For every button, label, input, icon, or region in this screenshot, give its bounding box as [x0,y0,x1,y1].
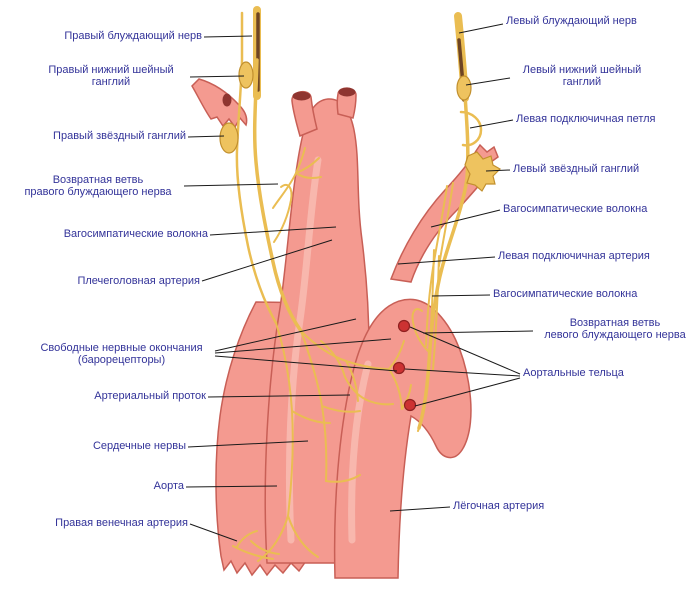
leader-line [465,77,511,86]
label-left-stellate-ganglion: Левый звёздный ганглий [513,163,640,175]
leader-line [414,377,521,407]
leader-line [431,294,491,297]
leader-line [189,75,245,78]
label-left-subclavian-artery: Левая подключичная артерия [498,250,650,262]
label-left-subclavian-loop: Левая подключичная петля [516,113,656,125]
leader-line [214,318,357,352]
label-right-inferior-cervical-ganglion: Правый нижний шейный ганглий [48,64,174,89]
label-recurrent-branch-left-vagus: Возвратная ветвь левого блуждающего нерв… [544,317,686,342]
label-left-vagus-nerve: Левый блуждающий нерв [506,15,637,27]
right-cardiac-branch-twig [272,147,322,209]
pulmonary-artery-highlight [348,360,372,544]
leader-line [183,183,279,187]
leader-line [430,209,501,228]
label-aorta: Аорта [153,480,184,492]
leader-line [203,35,253,38]
leader-line [389,506,451,512]
left-vagosympathetic-bundle [417,249,440,432]
aortic-body-twigs [388,340,412,410]
leader-line [422,330,534,334]
label-vagosympathetic-fibers-upper: Вагосимпатические волокна [503,203,648,215]
label-right-vagus-nerve: Правый блуждающий нерв [64,30,202,42]
right-sympathetic-trunk-path [235,11,278,325]
label-vagosympathetic-fibers-lower: Вагосимпатические волокна [493,288,638,300]
aortic-body-dot [397,319,411,333]
label-right-coronary-artery: Правая венечная артерия [55,517,188,529]
left-subclavian-loop-shape [459,110,483,147]
arch-branch-cut-face-1 [292,91,311,101]
leader-line [409,326,521,375]
label-pulmonary-artery: Лёгочная артерия [453,500,545,512]
right-vagus-nerve-path [252,58,303,333]
leader-line [397,256,496,265]
leader-line [187,440,309,448]
aortic-body-dot [403,398,417,412]
label-vagosympathetic-fibers-right: Вагосимпатические волокна [63,228,208,240]
nerves [219,6,501,562]
label-cardiac-nerves: Сердечные нервы [92,440,186,452]
coronary-artery-branches [232,530,280,560]
leader-lines [183,23,534,542]
right-subclavian-cut-face [222,93,232,107]
left-recurrent-branch-loop [411,308,430,353]
right-subclavian-artery-stub [191,78,248,129]
aortic-body-dot [392,361,406,375]
label-left-inferior-cervical-ganglion: Левый нижний шейный ганглий [522,64,642,89]
leader-line [214,338,392,354]
left-stellate-ganglion-shape [464,151,501,192]
leader-line [485,169,511,172]
aorta-highlight [285,156,322,544]
label-right-stellate-ganglion: Правый звёздный ганглий [53,130,186,142]
label-recurrent-branch-right-vagus: Возвратная ветвь правого блуждающего нер… [24,174,172,199]
label-arterial-duct: Артериальный проток [94,390,206,402]
leader-line [469,119,514,129]
leader-line [458,23,504,34]
label-free-nerve-endings-baroreceptors: Свободные нервные окончания (барорецепто… [40,342,203,367]
label-aortic-bodies: Аортальные тельца [523,367,624,379]
cardiac-plexus-branches [291,340,403,483]
leader-line [209,226,337,236]
leader-line [404,368,521,377]
leader-line [214,355,398,372]
leader-line [187,135,225,138]
label-brachiocephalic-artery: Плечеголовная артерия [77,275,200,287]
leader-line [207,394,351,398]
arch-branch-cut-face-2 [338,87,356,97]
right-inferior-cervical-ganglion-shape [238,61,254,89]
right-stellate-ganglion-shape [219,122,239,154]
left-inferior-cervical-ganglion-shape [456,75,472,101]
leader-line [201,239,333,282]
leader-line [185,485,278,488]
leader-line [189,523,238,542]
